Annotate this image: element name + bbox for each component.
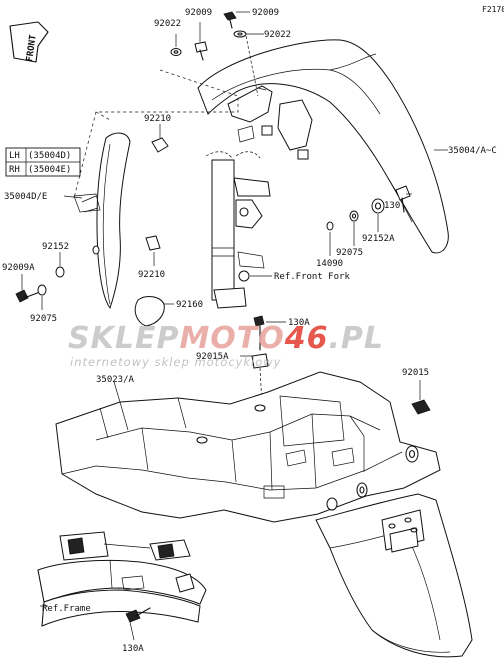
left-hardware bbox=[15, 266, 65, 303]
side-table: LH (35004D) RH (35004E) bbox=[5, 147, 81, 177]
front-fender-right-hardware bbox=[326, 185, 411, 231]
label-35023a: 35023/A bbox=[96, 375, 135, 385]
label-ref-front-fork: Ref.Front Fork bbox=[274, 272, 350, 282]
label-92009-a: 92009 bbox=[185, 8, 212, 18]
label-92210-top: 92210 bbox=[144, 114, 171, 124]
side-fender-35004de bbox=[73, 132, 131, 310]
label-92152a: 92152A bbox=[362, 234, 395, 244]
nut-92015 bbox=[411, 399, 431, 415]
label-92075-right: 92075 bbox=[336, 248, 363, 258]
label-14090: 14090 bbox=[316, 259, 343, 269]
label-92160: 92160 bbox=[176, 300, 203, 310]
label-92015a: 92015A bbox=[196, 352, 229, 362]
watermark: SKLEPMOTO46.PL internetowy sklep motocyk… bbox=[68, 321, 384, 369]
label-35004-ac: 35004/A~C bbox=[448, 146, 497, 156]
label-130a-mid: 130A bbox=[288, 318, 310, 328]
label-92022-right: 92022 bbox=[264, 30, 291, 40]
side-rh: RH bbox=[9, 165, 20, 175]
label-ref-frame: Ref.Frame bbox=[42, 604, 91, 614]
side-lh-code: (35004D) bbox=[28, 151, 71, 161]
front-fork-ref bbox=[205, 151, 271, 309]
watermark-pl: .PL bbox=[329, 321, 385, 356]
bolt-92009-top bbox=[170, 11, 247, 61]
label-35004de: 35004D/E bbox=[4, 192, 47, 202]
front-direction-marker: FRONT bbox=[9, 21, 49, 63]
bolt-130a-middle bbox=[251, 315, 269, 369]
label-92210-mid: 92210 bbox=[138, 270, 165, 280]
frame-ref bbox=[37, 531, 207, 627]
side-lh: LH bbox=[9, 151, 20, 161]
label-92009-b: 92009 bbox=[252, 8, 279, 18]
bolt-130a-bottom bbox=[125, 607, 151, 623]
watermark-moto: MOTO bbox=[179, 321, 284, 356]
watermark-tagline: internetowy sklep motocyklowy bbox=[70, 355, 281, 369]
label-92075-left: 92075 bbox=[30, 314, 57, 324]
label-92009a: 92009A bbox=[2, 263, 35, 273]
rear-mudguard bbox=[315, 493, 473, 658]
front-marker-text: FRONT bbox=[25, 34, 39, 63]
label-130a-bottom: 130A bbox=[122, 644, 144, 654]
label-130-right: 130 bbox=[384, 201, 400, 211]
pad-92160 bbox=[134, 296, 165, 327]
label-92152: 92152 bbox=[42, 242, 69, 252]
rear-fender-35023a bbox=[55, 371, 441, 523]
watermark-46: 46 bbox=[284, 321, 329, 356]
label-92022-top: 92022 bbox=[154, 19, 181, 29]
page-code: F2170 bbox=[482, 5, 504, 14]
side-rh-code: (35004E) bbox=[28, 165, 71, 175]
clip-92210 bbox=[145, 137, 169, 251]
label-92015: 92015 bbox=[402, 368, 429, 378]
svg-text:SKLEPMOTO46.PL: SKLEPMOTO46.PL bbox=[68, 321, 384, 356]
front-fender-35004 bbox=[197, 39, 449, 254]
watermark-sklep: SKLEP bbox=[68, 321, 179, 356]
